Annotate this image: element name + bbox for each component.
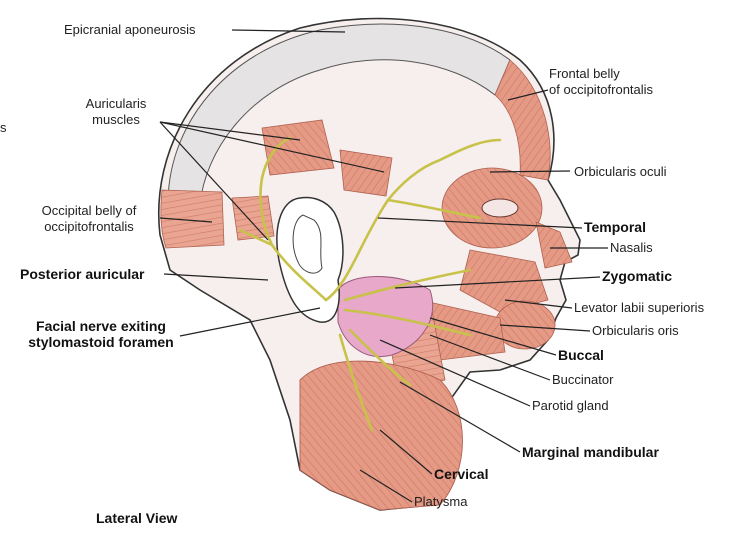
- label-occipital-line1: Occipital belly of: [16, 203, 162, 219]
- label-buccinator: Buccinator: [552, 372, 613, 388]
- label-auricularis-line1: Auricularis: [74, 96, 158, 112]
- label-marginal-mandibular: Marginal mandibular: [522, 444, 659, 460]
- label-facial-nerve-exit: Facial nerve exiting stylomastoid forame…: [22, 318, 180, 350]
- label-frontal-belly: Frontal belly of occipitofrontalis: [549, 66, 653, 98]
- label-facial-line2: stylomastoid foramen: [22, 334, 180, 350]
- label-edge-fragment: s: [0, 120, 7, 136]
- label-cervical: Cervical: [434, 466, 488, 482]
- view-label: Lateral View: [96, 510, 177, 526]
- label-frontal-line1: Frontal belly: [549, 66, 653, 82]
- label-zygomatic: Zygomatic: [602, 268, 672, 284]
- label-orbicularis-oculi: Orbicularis oculi: [574, 164, 666, 180]
- label-facial-line1: Facial nerve exiting: [22, 318, 180, 334]
- label-buccal: Buccal: [558, 347, 604, 363]
- label-parotid-gland: Parotid gland: [532, 398, 609, 414]
- label-frontal-line2: of occipitofrontalis: [549, 82, 653, 98]
- label-auricularis-line2: muscles: [74, 112, 158, 128]
- label-platysma: Platysma: [414, 494, 467, 510]
- label-orbicularis-oris: Orbicularis oris: [592, 323, 679, 339]
- eye: [482, 199, 518, 217]
- auricularis-anterior: [340, 150, 392, 196]
- label-occipital-line2: occipitofrontalis: [16, 219, 162, 235]
- label-levator-labii: Levator labii superioris: [574, 300, 704, 316]
- label-occipital-belly: Occipital belly of occipitofrontalis: [16, 203, 162, 235]
- label-epicranial-aponeurosis: Epicranial aponeurosis: [64, 22, 196, 38]
- platysma-muscle: [300, 361, 463, 510]
- label-temporal: Temporal: [584, 219, 646, 235]
- label-auricularis: Auricularis muscles: [74, 96, 158, 128]
- label-posterior-auricular: Posterior auricular: [20, 266, 145, 282]
- label-nasalis: Nasalis: [610, 240, 653, 256]
